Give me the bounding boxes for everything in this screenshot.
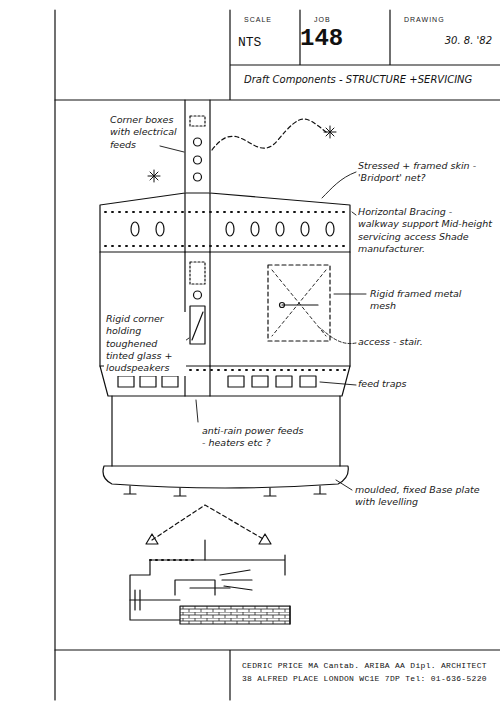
base-plate-note: moulded, fixed Base plate with levelling [355, 484, 480, 509]
corner-box-column [185, 100, 210, 192]
leader-lines [160, 146, 366, 490]
mesh-note: Rigid framed metal mesh [370, 288, 485, 313]
field-value: 148 [300, 25, 390, 52]
footer-cell: CEDRIC PRICE MA Cantab. ARIBA AA Dipl. A… [230, 650, 500, 700]
corner-glass-note: Rigid corner holding toughened tinted gl… [104, 312, 186, 376]
margin-line [54, 10, 55, 700]
title-block-lines [55, 10, 500, 100]
job-cell: JOB 148 [300, 10, 390, 65]
horizontal-bracing [100, 193, 350, 252]
architect-address: CEDRIC PRICE MA Cantab. ARIBA AA Dipl. A… [230, 650, 500, 686]
field-caption: DRAWING [390, 10, 500, 23]
power-feed-note: anti-rain power feeds - heaters etc ? [200, 424, 309, 451]
base-skirt [103, 396, 348, 496]
plan-sketch [130, 505, 290, 624]
corner-box-note: Corner boxes with electrical feeds [110, 114, 182, 151]
feed-trap-note: feed traps [358, 378, 458, 390]
skin-note: Stressed + framed skin - 'Bridport' net? [358, 160, 478, 185]
field-caption: SCALE [230, 10, 300, 23]
footer-lines [55, 650, 500, 700]
title-band: Draft Components - STRUCTURE +SERVICING [230, 65, 500, 100]
access-note: access - stair. [358, 336, 468, 348]
mesh-door-panel [268, 265, 330, 341]
field-value: 30. 8. '82 [390, 35, 500, 46]
bracing-note: Horizontal Bracing - walkway support Mid… [358, 206, 493, 255]
field-caption: JOB [300, 10, 390, 23]
drawing-title: Draft Components - STRUCTURE +SERVICING [230, 65, 500, 85]
field-value: NTS [230, 35, 300, 50]
scale-cell: SCALE NTS [230, 10, 300, 65]
drawing-cell: DRAWING 30. 8. '82 [390, 10, 500, 65]
